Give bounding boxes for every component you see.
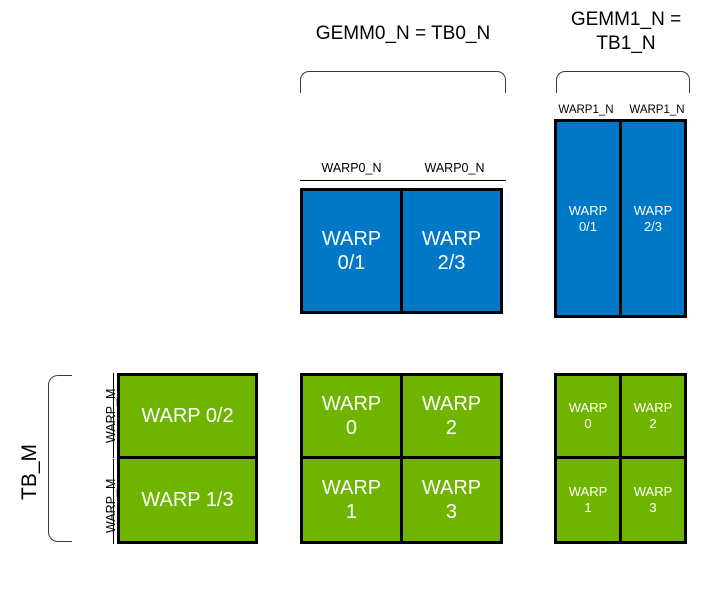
tick-label-warp0n-right: WARP0_N <box>424 161 485 175</box>
green-middle-row-top: WARP 0 WARP 2 <box>300 373 506 459</box>
green-right-row-bottom: WARP 1 WARP 3 <box>554 456 690 544</box>
green-block-middle: WARP 0 WARP 2 WARP 1 WARP 3 <box>300 373 506 544</box>
green-left-cell-warp-0-2[interactable]: WARP 0/2 <box>117 373 258 459</box>
blue-block-gemm0: WARP 0/1 WARP 2/3 <box>300 188 506 314</box>
warp-m-bottom-rule <box>113 459 114 544</box>
tick-label-warp0n-left: WARP0_N <box>321 161 382 175</box>
heading-gemm1: GEMM1_N = TB1_N <box>570 9 682 54</box>
green-middle-row-bottom: WARP 1 WARP 3 <box>300 456 506 544</box>
tick-rule-warp0n-left <box>300 180 403 181</box>
blue-gemm1-cell-warp-0-1[interactable]: WARP 0/1 <box>554 119 622 318</box>
span-bracket-gemm1 <box>556 71 690 93</box>
green-middle-cell-warp-1[interactable]: WARP 1 <box>300 456 403 544</box>
green-block-right: WARP 0 WARP 2 WARP 1 WARP 3 <box>554 373 690 544</box>
blue-cell-warp-2-3[interactable]: WARP 2/3 <box>400 188 503 314</box>
warp-m-top-rule <box>113 373 114 458</box>
tick-rule-warp0n-right <box>403 180 506 181</box>
blue-block-gemm1: WARP 0/1 WARP 2/3 <box>554 119 690 318</box>
green-middle-cell-warp-0[interactable]: WARP 0 <box>300 373 403 459</box>
label-warp-m-top: WARP_M <box>104 388 118 443</box>
green-right-row-top: WARP 0 WARP 2 <box>554 373 690 459</box>
green-left-cell-warp-1-3[interactable]: WARP 1/3 <box>117 456 258 544</box>
green-right-cell-warp-2[interactable]: WARP 2 <box>619 373 687 459</box>
heading-gemm0: GEMM0_N = TB0_N <box>315 23 491 44</box>
green-block-left: WARP 0/2 WARP 1/3 <box>117 373 258 544</box>
label-warp-m-bottom: WARP_M <box>104 478 118 533</box>
tick-label-warp1n-right: WARP1_N <box>629 104 685 116</box>
green-middle-cell-warp-2[interactable]: WARP 2 <box>400 373 503 459</box>
green-middle-cell-warp-3[interactable]: WARP 3 <box>400 456 503 544</box>
span-bracket-gemm0 <box>300 71 506 93</box>
label-tb-m: TB_M <box>18 443 41 500</box>
blue-gemm1-cell-warp-2-3[interactable]: WARP 2/3 <box>619 119 687 318</box>
vertical-bracket-tb-m <box>48 375 72 542</box>
tick-label-warp1n-left: WARP1_N <box>558 104 614 116</box>
blue-cell-warp-0-1[interactable]: WARP 0/1 <box>300 188 403 314</box>
green-right-cell-warp-3[interactable]: WARP 3 <box>619 456 687 544</box>
green-right-cell-warp-1[interactable]: WARP 1 <box>554 456 622 544</box>
green-right-cell-warp-0[interactable]: WARP 0 <box>554 373 622 459</box>
